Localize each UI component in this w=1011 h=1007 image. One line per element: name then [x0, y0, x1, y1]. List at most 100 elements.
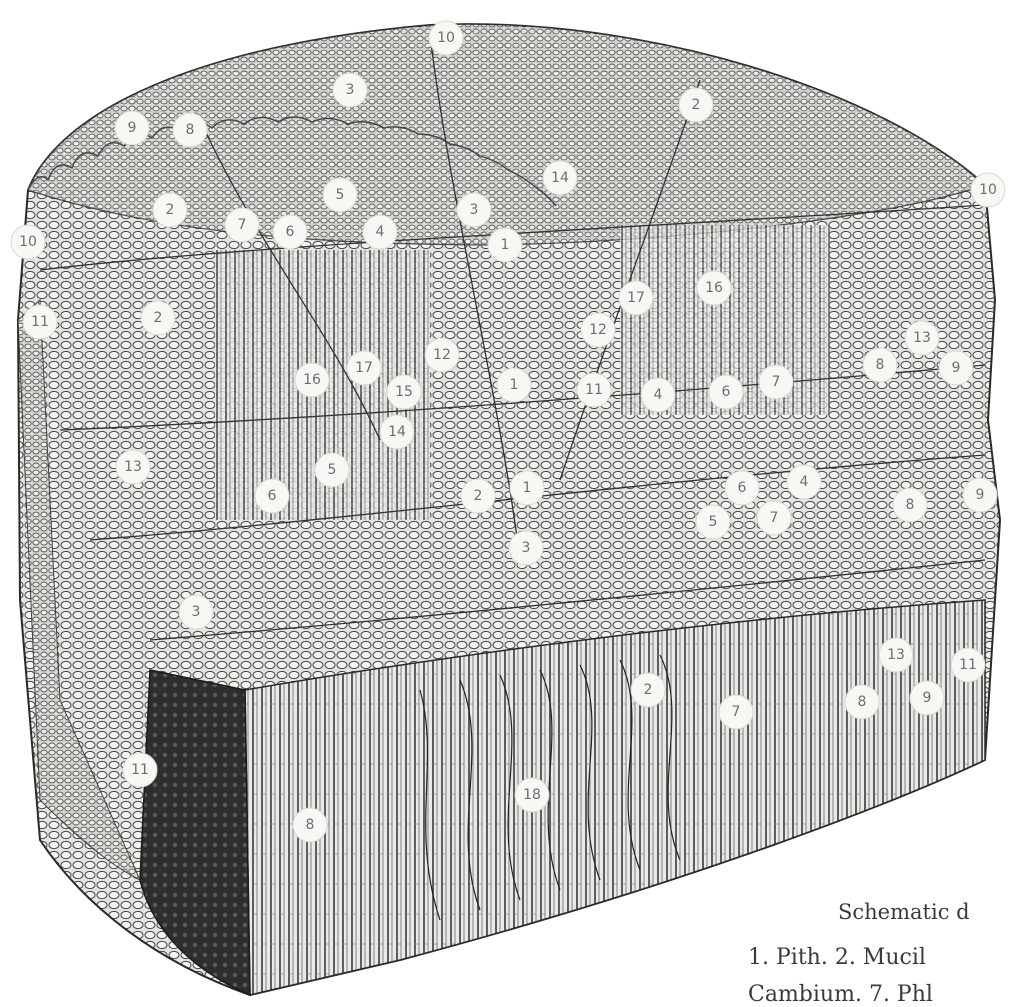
label-marker: 5 [696, 505, 730, 539]
svg-text:4: 4 [654, 387, 663, 403]
svg-text:15: 15 [395, 384, 413, 400]
caption-line-2: Cambium. 7. Phl [748, 982, 933, 1007]
label-marker: 7 [759, 365, 793, 399]
label-marker: 9 [963, 478, 997, 512]
label-marker: 2 [153, 193, 187, 227]
label-marker: 1 [488, 228, 522, 262]
svg-text:13: 13 [124, 459, 142, 475]
svg-text:2: 2 [166, 202, 175, 218]
svg-text:17: 17 [627, 290, 645, 306]
label-marker: 15 [387, 375, 421, 409]
label-marker: 7 [719, 695, 753, 729]
label-marker: 7 [757, 501, 791, 535]
label-marker: 10 [429, 21, 463, 55]
label-marker: 6 [709, 375, 743, 409]
svg-text:8: 8 [186, 122, 195, 138]
label-marker: 4 [787, 465, 821, 499]
svg-text:2: 2 [474, 488, 483, 504]
svg-text:1: 1 [523, 480, 532, 496]
label-marker: 17 [619, 281, 653, 315]
label-marker: 14 [543, 161, 577, 195]
label-marker: 13 [905, 321, 939, 355]
svg-text:14: 14 [388, 424, 406, 440]
svg-text:5: 5 [328, 462, 337, 478]
svg-text:6: 6 [286, 224, 295, 240]
svg-text:6: 6 [268, 488, 277, 504]
svg-text:6: 6 [722, 384, 731, 400]
svg-text:1: 1 [501, 237, 510, 253]
label-marker: 2 [679, 88, 713, 122]
svg-text:2: 2 [154, 310, 163, 326]
caption-line-1: 1. Pith. 2. Mucil [748, 945, 926, 970]
svg-text:1: 1 [510, 377, 519, 393]
svg-text:12: 12 [589, 322, 607, 338]
svg-text:5: 5 [336, 187, 345, 203]
label-marker: 2 [461, 479, 495, 513]
label-marker: 3 [333, 73, 367, 107]
caption-title: Schematic d [838, 900, 970, 924]
svg-text:8: 8 [906, 497, 915, 513]
label-marker: 14 [380, 415, 414, 449]
svg-text:10: 10 [19, 234, 37, 250]
label-marker: 18 [515, 778, 549, 812]
label-marker: 16 [295, 363, 329, 397]
label-marker: 8 [293, 808, 327, 842]
label-marker: 8 [893, 488, 927, 522]
svg-text:9: 9 [952, 360, 961, 376]
svg-text:11: 11 [31, 314, 49, 330]
svg-text:13: 13 [887, 647, 905, 663]
svg-text:14: 14 [551, 170, 569, 186]
svg-text:4: 4 [376, 224, 385, 240]
label-marker: 12 [425, 338, 459, 372]
svg-text:18: 18 [523, 787, 541, 803]
label-marker: 4 [641, 378, 675, 412]
label-marker: 10 [11, 225, 45, 259]
svg-text:16: 16 [705, 280, 723, 296]
svg-text:11: 11 [131, 762, 149, 778]
label-marker: 3 [457, 193, 491, 227]
label-marker: 8 [863, 348, 897, 382]
svg-text:2: 2 [644, 682, 653, 698]
label-marker: 11 [123, 753, 157, 787]
label-marker: 6 [273, 215, 307, 249]
svg-text:11: 11 [959, 657, 977, 673]
label-marker: 9 [115, 111, 149, 145]
svg-text:17: 17 [355, 360, 373, 376]
svg-text:9: 9 [128, 120, 137, 136]
label-marker: 6 [255, 479, 289, 513]
svg-text:8: 8 [306, 817, 315, 833]
svg-text:7: 7 [732, 704, 741, 720]
svg-text:8: 8 [858, 694, 867, 710]
svg-text:11: 11 [585, 382, 603, 398]
label-marker: 3 [509, 531, 543, 565]
svg-text:13: 13 [913, 330, 931, 346]
svg-text:3: 3 [522, 540, 531, 556]
label-marker: 5 [323, 178, 357, 212]
label-marker: 17 [347, 351, 381, 385]
svg-text:8: 8 [876, 357, 885, 373]
label-marker: 16 [697, 271, 731, 305]
label-marker: 1 [497, 368, 531, 402]
label-marker: 4 [363, 215, 397, 249]
label-marker: 12 [581, 313, 615, 347]
label-marker: 1 [510, 471, 544, 505]
svg-text:9: 9 [976, 487, 985, 503]
svg-text:2: 2 [692, 97, 701, 113]
label-marker: 2 [631, 673, 665, 707]
svg-text:3: 3 [192, 604, 201, 620]
svg-text:6: 6 [738, 480, 747, 496]
label-marker: 8 [845, 685, 879, 719]
svg-text:4: 4 [800, 474, 809, 490]
svg-text:7: 7 [772, 374, 781, 390]
label-marker: 13 [879, 638, 913, 672]
svg-text:12: 12 [433, 347, 451, 363]
label-marker: 3 [179, 595, 213, 629]
svg-text:9: 9 [923, 690, 932, 706]
svg-text:16: 16 [303, 372, 321, 388]
label-marker: 11 [577, 373, 611, 407]
svg-text:7: 7 [770, 510, 779, 526]
label-marker: 9 [939, 351, 973, 385]
label-marker: 11 [23, 305, 57, 339]
